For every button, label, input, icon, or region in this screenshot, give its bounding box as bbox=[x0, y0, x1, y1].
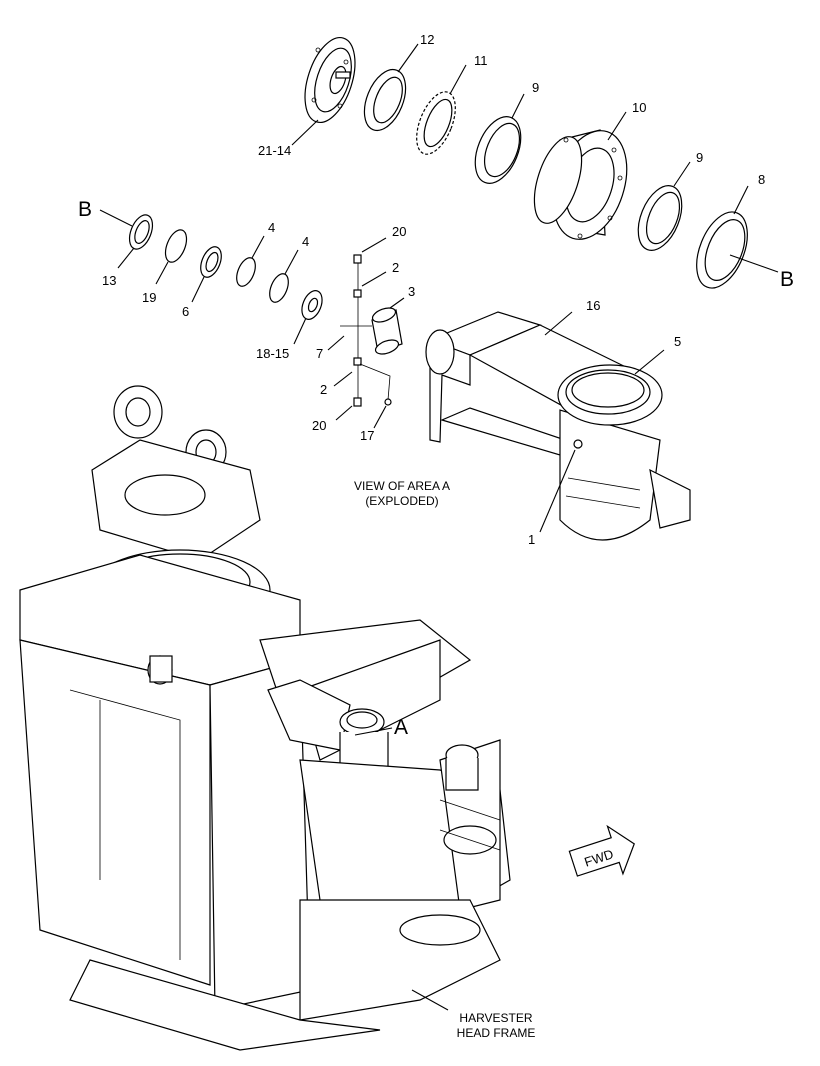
callout-17: 17 bbox=[360, 428, 374, 443]
callout-3: 3 bbox=[408, 284, 415, 299]
leader-6 bbox=[191, 276, 205, 303]
leader-2b bbox=[333, 371, 353, 387]
part-ring-4a bbox=[236, 257, 256, 287]
part-seal-12 bbox=[363, 68, 407, 132]
leader-21-14 bbox=[291, 119, 319, 146]
part-ring-13 bbox=[128, 214, 154, 250]
callout-2b: 2 bbox=[320, 382, 327, 397]
leader-19 bbox=[155, 261, 169, 285]
part-bushing-18-15 bbox=[301, 290, 323, 320]
leader-13 bbox=[117, 247, 135, 269]
callout-21-14: 21-14 bbox=[258, 143, 291, 158]
leader-a bbox=[354, 727, 393, 736]
caption-view-line2: (EXPLODED) bbox=[365, 494, 438, 508]
part-shim-8 bbox=[696, 211, 748, 289]
part-bearing-cup-upper bbox=[474, 116, 522, 184]
callout-4b: 4 bbox=[302, 234, 309, 249]
callout-16: 16 bbox=[586, 298, 600, 313]
caption-view-line1: VIEW OF AREA A bbox=[354, 479, 450, 493]
leader-frame bbox=[411, 989, 449, 1011]
leader-20a bbox=[361, 237, 387, 253]
callout-1: 1 bbox=[528, 532, 535, 547]
fwd-arrow-icon bbox=[568, 824, 635, 877]
part-lock-washer bbox=[416, 91, 456, 155]
callout-9-lower: 9 bbox=[696, 150, 703, 165]
callout-6: 6 bbox=[182, 304, 189, 319]
leader-12 bbox=[397, 43, 419, 73]
part-ring-6 bbox=[200, 246, 222, 278]
callout-7: 7 bbox=[316, 346, 323, 361]
leader-10 bbox=[607, 111, 627, 141]
leader-16 bbox=[544, 311, 573, 336]
callout-4a: 4 bbox=[268, 220, 275, 235]
leader-7 bbox=[327, 335, 345, 351]
caption-frame-line1: HARVESTER bbox=[459, 1011, 532, 1025]
section-mark-b-right: B bbox=[780, 268, 794, 291]
callout-5: 5 bbox=[674, 334, 681, 349]
leader-9-upper bbox=[511, 93, 525, 119]
harvester-head-frame bbox=[19, 385, 511, 1051]
section-mark-b-left: B bbox=[78, 198, 92, 221]
leader-2a bbox=[361, 271, 387, 287]
callout-13: 13 bbox=[102, 273, 116, 288]
callout-10: 10 bbox=[632, 100, 646, 115]
leader-b-left bbox=[99, 209, 133, 227]
leader-8 bbox=[733, 185, 749, 215]
part-pin-3 bbox=[371, 307, 403, 355]
part-grease-lines bbox=[340, 254, 392, 407]
part-bearing-housing bbox=[533, 129, 628, 240]
leader-5 bbox=[634, 349, 665, 375]
callout-19: 19 bbox=[142, 290, 156, 305]
callout-9-upper: 9 bbox=[532, 80, 539, 95]
callout-12: 12 bbox=[420, 32, 434, 47]
callout-20a: 20 bbox=[392, 224, 406, 239]
caption-frame-line2: HEAD FRAME bbox=[457, 1026, 536, 1040]
leader-11 bbox=[449, 64, 467, 95]
area-mark-a: A bbox=[394, 716, 408, 739]
leader-b-right bbox=[729, 254, 779, 273]
leader-9-lower bbox=[673, 161, 691, 187]
part-snap-ring-19 bbox=[164, 229, 188, 263]
leader-18-15 bbox=[293, 317, 307, 345]
leader-1 bbox=[539, 449, 576, 533]
callout-8: 8 bbox=[758, 172, 765, 187]
part-ring-4b bbox=[269, 273, 289, 303]
part-bearing-cup-lower bbox=[637, 185, 683, 251]
leader-3 bbox=[389, 297, 405, 309]
callout-11: 11 bbox=[474, 53, 488, 68]
callout-20b: 20 bbox=[312, 418, 326, 433]
leader-4a bbox=[251, 235, 265, 259]
leader-4b bbox=[284, 249, 299, 275]
leader-20b bbox=[335, 405, 353, 421]
callout-2a: 2 bbox=[392, 260, 399, 275]
leader-17 bbox=[373, 405, 387, 429]
callout-18-15: 18-15 bbox=[256, 346, 289, 361]
part-cover-plate bbox=[304, 37, 356, 123]
part-yoke-16 bbox=[425, 311, 691, 541]
